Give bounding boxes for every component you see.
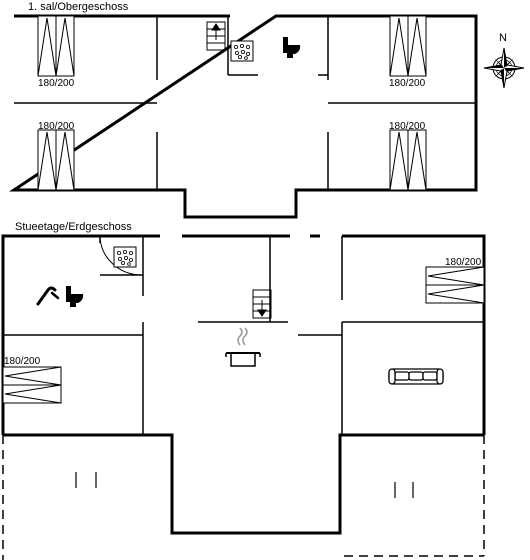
ground-interior-walls xyxy=(3,236,484,435)
double-bed-icon xyxy=(37,15,75,77)
double-bed-icon xyxy=(37,129,75,191)
shower-icon xyxy=(36,286,60,306)
ground-outer-walls xyxy=(1,234,486,535)
compass-north-label: N xyxy=(499,32,507,44)
double-bed-icon xyxy=(389,15,427,77)
double-bed-icon xyxy=(389,129,427,191)
cooking-pot-icon xyxy=(225,327,261,367)
bed-size-label: 180/200 xyxy=(38,78,75,89)
whirlpool-icon xyxy=(230,40,254,62)
toilet-icon xyxy=(283,37,301,58)
stairs-down-icon xyxy=(252,289,272,319)
stairs-up-icon xyxy=(206,21,226,51)
terrace-furniture xyxy=(75,472,414,498)
bed-size-label: 180/200 xyxy=(4,356,41,367)
upper-floor-title: 1. sal/Obergeschoss xyxy=(28,1,129,13)
double-bed-icon xyxy=(2,366,62,404)
bed-size-label: 180/200 xyxy=(389,121,426,132)
upper-interior-walls xyxy=(14,16,476,190)
ground-floor-title: Stueetage/Erdgeschoss xyxy=(15,221,132,233)
whirlpool-icon xyxy=(113,246,137,268)
terrace-outline xyxy=(2,435,485,560)
compass-icon: N xyxy=(483,32,525,89)
ground-floor: Stueetage/Erdgeschoss xyxy=(1,221,486,560)
upper-floor: 1. sal/Obergeschoss xyxy=(9,1,478,219)
toilet-icon xyxy=(66,286,84,307)
bed-size-label: 180/200 xyxy=(445,257,482,268)
sofa-icon xyxy=(388,368,444,385)
double-bed-icon xyxy=(425,266,485,304)
bed-size-label: 180/200 xyxy=(38,121,75,132)
bed-size-label: 180/200 xyxy=(389,78,426,89)
